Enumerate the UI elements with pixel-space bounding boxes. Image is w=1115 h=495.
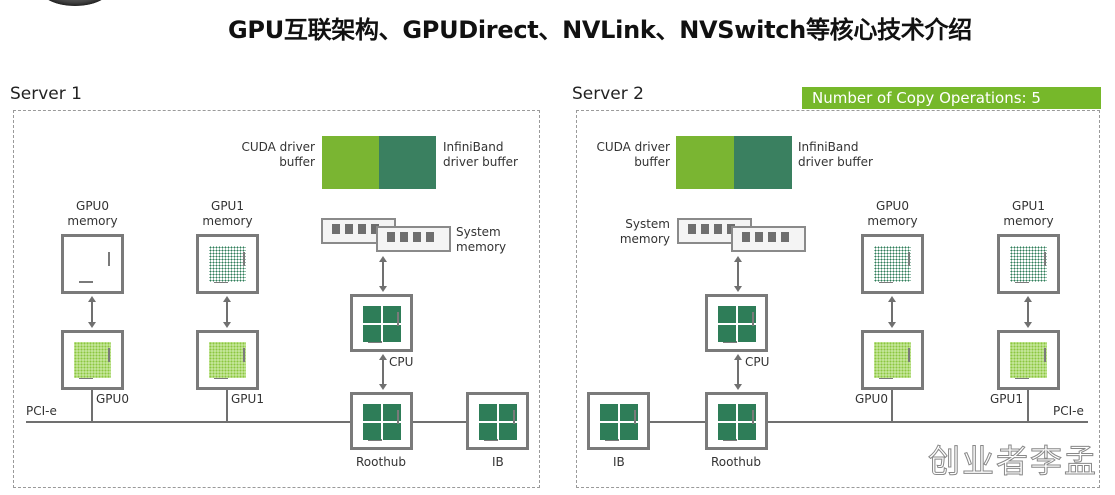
server2-cuda-buffer-label: CUDA driver buffer (575, 140, 670, 170)
server2-gpu1-memory-chip (997, 234, 1060, 294)
cpu-cores-icon (718, 306, 756, 342)
label-line: GPU0 (76, 199, 109, 213)
server1-sysmem-arrow (379, 256, 387, 292)
server2-gpu1-memory-arrow (1024, 296, 1032, 328)
gpu-cores-icon (874, 342, 911, 378)
server1-gpu1-memory-label: GPU1 memory (190, 199, 265, 229)
server2-gpu1-memory-label: GPU1 memory (991, 199, 1066, 229)
server1-ib-chip (466, 392, 529, 450)
server2-gpu0-memory-arrow (888, 296, 896, 328)
label-line: memory (456, 240, 507, 254)
server2-roothub-chip (705, 392, 768, 450)
label-line: CUDA driver (241, 140, 315, 154)
server1-cpu-arrow (379, 354, 387, 390)
server2-cuda-buffer (676, 136, 734, 189)
server2-gpu0-memory-chip (861, 234, 924, 294)
label-line: GPU0 (876, 199, 909, 213)
ib-cores-icon (479, 404, 517, 440)
server2-cpu-arrow (734, 354, 742, 390)
label-line: System (625, 217, 670, 231)
label-line: GPU1 (211, 199, 244, 213)
server2-pcie-bus (768, 421, 1088, 423)
server2-ib-buffer-label: InfiniBand driver buffer (798, 140, 898, 170)
server1-box (13, 110, 540, 488)
server1-roothub-label: Roothub (356, 455, 407, 469)
server2-gpu0-chip (861, 330, 924, 390)
label-line: driver buffer (443, 155, 518, 169)
server1-gpu0-chip (61, 330, 124, 390)
server1-cpu-chip (350, 294, 413, 352)
label-line: InfiniBand (798, 140, 859, 154)
label-line: memory (202, 214, 253, 228)
server2-gpu0-link (891, 390, 893, 422)
logo (40, 0, 110, 6)
server2-ib-label: IB (613, 455, 625, 469)
gpu-cores-icon (74, 342, 111, 378)
ib-cores-icon (600, 404, 638, 440)
server2-roothub-label: Roothub (711, 455, 762, 469)
label-line: memory (1003, 214, 1054, 228)
server1-pcie-bus (26, 421, 350, 423)
label-line: buffer (279, 155, 315, 169)
server2-sysmem-arrow (734, 256, 742, 292)
server1-gpu1-memory-chip (196, 234, 259, 294)
server1-roothub-ib-link (413, 421, 466, 423)
label-line: memory (67, 214, 118, 228)
server1-ib-buffer (379, 136, 436, 189)
cpu-cores-icon (363, 306, 401, 342)
server2-dimm-2 (731, 226, 806, 252)
server1-roothub-chip (350, 392, 413, 450)
server1-gpu0-memory-chip (61, 234, 124, 294)
watermark: 创业者李孟 (927, 442, 1099, 481)
server2-box (576, 110, 1100, 488)
server1-gpu0-memory-label: GPU0 memory (55, 199, 130, 229)
server1-system-memory-label: System memory (456, 225, 506, 255)
server1-gpu0-memory-arrow (88, 296, 96, 328)
memory-filled-icon (209, 246, 246, 282)
memory-filled-icon (874, 246, 911, 282)
server2-gpu0-label: GPU0 (855, 392, 888, 406)
server1-gpu0-link (91, 390, 93, 422)
label-line: GPU1 (1012, 199, 1045, 213)
server1-ib-label: IB (492, 455, 504, 469)
copy-operations-badge: Number of Copy Operations: 5 (802, 87, 1101, 109)
server2-label: Server 2 (572, 84, 644, 104)
server1-label: Server 1 (10, 84, 82, 104)
label-line: memory (867, 214, 918, 228)
server1-gpu1-label: GPU1 (231, 392, 264, 406)
server1-gpu1-chip (196, 330, 259, 390)
server1-bus-label: PCI-e (26, 404, 57, 418)
gpu-cores-icon (1010, 342, 1047, 378)
server2-ib-roothub-link (650, 421, 705, 423)
server1-ib-buffer-label: InfiniBand driver buffer (443, 140, 543, 170)
server2-gpu1-chip (997, 330, 1060, 390)
server2-bus-label: PCI-e (1053, 404, 1084, 418)
server2-gpu1-label: GPU1 (990, 392, 1023, 406)
server2-gpu0-memory-label: GPU0 memory (855, 199, 930, 229)
server1-cuda-buffer (322, 136, 379, 189)
server2-system-memory-label: System memory (600, 217, 670, 247)
server2-gpu1-link (1027, 390, 1029, 422)
server1-cuda-buffer-label: CUDA driver buffer (220, 140, 315, 170)
server1-gpu1-link (226, 390, 228, 422)
label-line: driver buffer (798, 155, 873, 169)
label-line: buffer (634, 155, 670, 169)
server2-cpu-chip (705, 294, 768, 352)
server1-gpu0-label: GPU0 (96, 392, 129, 406)
server1-dimm-2 (376, 226, 451, 252)
server2-ib-buffer (734, 136, 792, 189)
label-line: InfiniBand (443, 140, 504, 154)
server1-gpu1-memory-arrow (223, 296, 231, 328)
page-title: GPU互联架构、GPUDirect、NVLink、NVSwitch等核心技术介绍 (228, 16, 972, 44)
server2-ib-chip (587, 392, 650, 450)
roothub-cores-icon (718, 404, 756, 440)
gpu-cores-icon (209, 342, 246, 378)
label-line: CUDA driver (596, 140, 670, 154)
label-line: System (456, 225, 501, 239)
server1-cpu-label: CPU (389, 355, 414, 369)
server2-cpu-label: CPU (745, 355, 770, 369)
label-line: memory (619, 232, 670, 246)
roothub-cores-icon (363, 404, 401, 440)
memory-filled-icon (1010, 246, 1047, 282)
